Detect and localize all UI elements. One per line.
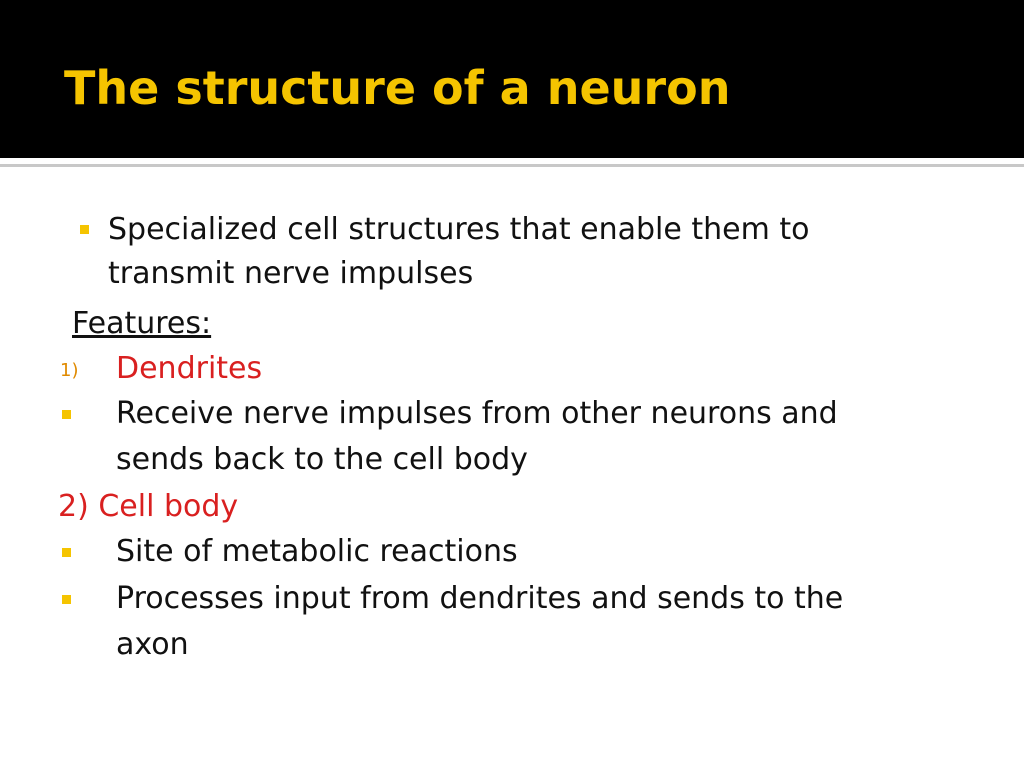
bullet-square-icon: [62, 595, 71, 604]
cell-body-bullet-2-line-2: axon: [116, 627, 189, 662]
title-divider: [0, 164, 1024, 167]
features-label: Features:: [72, 306, 212, 341]
slide-title: The structure of a neuron: [64, 61, 731, 115]
title-bar: The structure of a neuron: [0, 0, 1024, 158]
dendrites-bullet-line-1: Receive nerve impulses from other neuron…: [116, 396, 838, 431]
dendrites-bullet-line-2: sends back to the cell body: [116, 442, 528, 477]
dendrites-heading: Dendrites: [116, 351, 263, 386]
intro-line-1: Specialized cell structures that enable …: [108, 212, 810, 247]
list-number-marker: 1): [60, 360, 79, 381]
bullet-square-icon: [62, 410, 71, 419]
cell-body-heading: 2) Cell body: [58, 489, 239, 524]
cell-body-bullet-1: Site of metabolic reactions: [116, 534, 518, 569]
bullet-square-icon: [80, 225, 89, 234]
cell-body-bullet-2-line-1: Processes input from dendrites and sends…: [116, 581, 844, 616]
bullet-square-icon: [62, 548, 71, 557]
intro-line-2: transmit nerve impulses: [108, 256, 474, 291]
